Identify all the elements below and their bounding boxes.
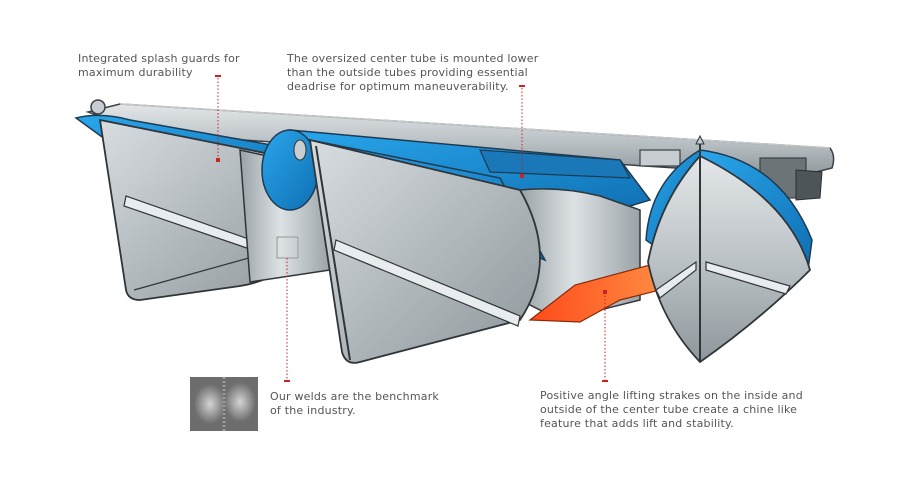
callout-line: The oversized center tube is mounted low…: [287, 52, 539, 65]
callout-splash-guards: Integrated splash guards for maximum dur…: [78, 52, 240, 80]
rear-cap: [795, 169, 823, 201]
callout-center-tube: The oversized center tube is mounted low…: [287, 52, 538, 94]
middle-pontoon-chine: [315, 145, 351, 361]
middle-pontoon-strake: [333, 239, 521, 327]
center-tube-rail: [479, 149, 632, 179]
leader-lines: [217, 78, 606, 382]
callout-line: Our welds are the benchmark: [270, 390, 440, 403]
leader-ends: [215, 75, 608, 382]
callout-welds: Our welds are the benchmark of the indus…: [270, 390, 439, 418]
callout-line: than the outside tubes providing essenti…: [287, 66, 528, 79]
right-pontoon-bow-cap: [695, 134, 705, 145]
right-pontoon-strake: [705, 261, 791, 295]
callout-line: deadrise for optimum maneuverability.: [287, 80, 509, 93]
deck-support: [639, 149, 681, 167]
center-tube-nose-cap: [293, 139, 307, 161]
callout-line: maximum durability: [78, 66, 193, 79]
callout-strakes: Positive angle lifting strakes on the in…: [540, 389, 803, 431]
right-pontoon-strake: [655, 260, 697, 299]
callout-line: feature that adds lift and stability.: [540, 417, 734, 430]
deck-rail: [119, 103, 831, 149]
deck-bracket: [90, 99, 106, 115]
weld-closeup-thumbnail: [190, 377, 258, 431]
callout-line: Integrated splash guards for: [78, 52, 240, 65]
callout-line: outside of the center tube create a chin…: [540, 403, 798, 416]
callout-line: Positive angle lifting strakes on the in…: [540, 389, 803, 402]
callout-line: of the industry.: [270, 404, 356, 417]
